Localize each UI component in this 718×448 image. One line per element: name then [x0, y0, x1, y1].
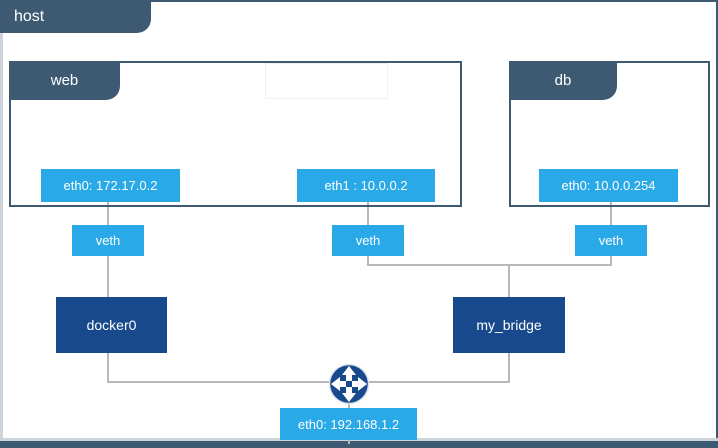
connector-router-to-eth0: [348, 400, 350, 410]
container-web-label: web: [50, 72, 79, 89]
empty-placeholder-box: [265, 63, 388, 99]
interface-label: eth0: 192.168.1.2: [297, 416, 400, 432]
connector-veth-join-horizontal: [367, 264, 612, 266]
veth-chip-middle: veth: [332, 225, 404, 256]
bridge-label: my_bridge: [476, 317, 542, 333]
host-border-right: [716, 0, 718, 448]
container-web-tab: web: [9, 61, 120, 100]
bridge-docker0: docker0: [56, 297, 167, 353]
interface-label: eth0: 172.17.0.2: [63, 178, 158, 193]
host-border-top: [0, 0, 718, 2]
connector-mybridge-down: [508, 353, 510, 383]
host-label: host: [14, 7, 45, 25]
connector-bottom-horizontal: [107, 381, 510, 383]
veth-label: veth: [355, 233, 381, 248]
interface-chip-web-eth0: eth0: 172.17.0.2: [41, 169, 180, 202]
container-db-tab: db: [509, 61, 617, 100]
connector-eth0-to-edge: [348, 438, 350, 444]
veth-chip-right: veth: [575, 225, 647, 256]
veth-label: veth: [598, 233, 624, 248]
veth-label: veth: [95, 233, 121, 248]
interface-label: eth1 : 10.0.0.2: [324, 178, 408, 193]
connector-join-to-mybridge: [508, 264, 510, 297]
bridge-label: docker0: [86, 317, 137, 333]
container-db-label: db: [554, 72, 572, 89]
interface-chip-host-eth0: eth0: 192.168.1.2: [280, 408, 417, 440]
host-tab: host: [0, 0, 151, 33]
container-web: [9, 61, 462, 207]
router-icon: [328, 363, 370, 405]
interface-chip-db-eth0: eth0: 10.0.0.254: [539, 169, 678, 202]
veth-chip-left: veth: [72, 225, 144, 256]
host-border-left: [0, 0, 3, 448]
bridge-my-bridge: my_bridge: [453, 297, 565, 353]
connector-docker0-down: [107, 353, 109, 383]
interface-chip-web-eth1: eth1 : 10.0.0.2: [297, 169, 435, 202]
interface-label: eth0: 10.0.0.254: [561, 178, 656, 193]
